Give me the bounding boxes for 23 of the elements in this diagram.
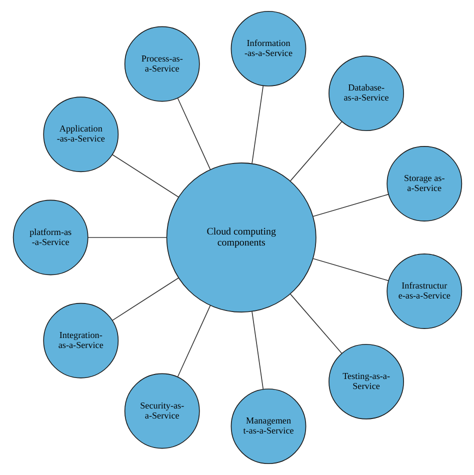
node-circle: Process-as- a-Service <box>124 26 200 102</box>
connector <box>251 85 264 164</box>
node-circle: Cloud computing components <box>166 162 316 313</box>
node-circle: Integration- as-a-Service <box>42 302 118 378</box>
connector <box>251 311 264 390</box>
connector <box>289 121 342 182</box>
connector <box>176 305 210 378</box>
node-circle: Application -as-a-Service <box>42 96 118 172</box>
connector <box>87 237 166 238</box>
node-circle: Infrastructur e-as-a-Service <box>386 254 462 329</box>
connector <box>111 278 178 321</box>
connector <box>289 294 342 354</box>
connector <box>176 98 210 170</box>
node-circle: Security-as- a-Service <box>124 373 200 449</box>
node-circle: platform-as -a-Service <box>12 200 88 276</box>
node-circle: Testing-as-a- Service <box>328 344 404 420</box>
node-circle: Information -as-a-Service <box>230 10 306 86</box>
node-circle: Managemen t-as-a-Service <box>230 388 306 464</box>
connector <box>312 258 388 282</box>
node-circle: Storage as- a-Service <box>386 146 462 222</box>
connector <box>111 154 178 198</box>
connector <box>312 194 388 217</box>
node-circle: Database- as-a-Service <box>328 56 404 132</box>
